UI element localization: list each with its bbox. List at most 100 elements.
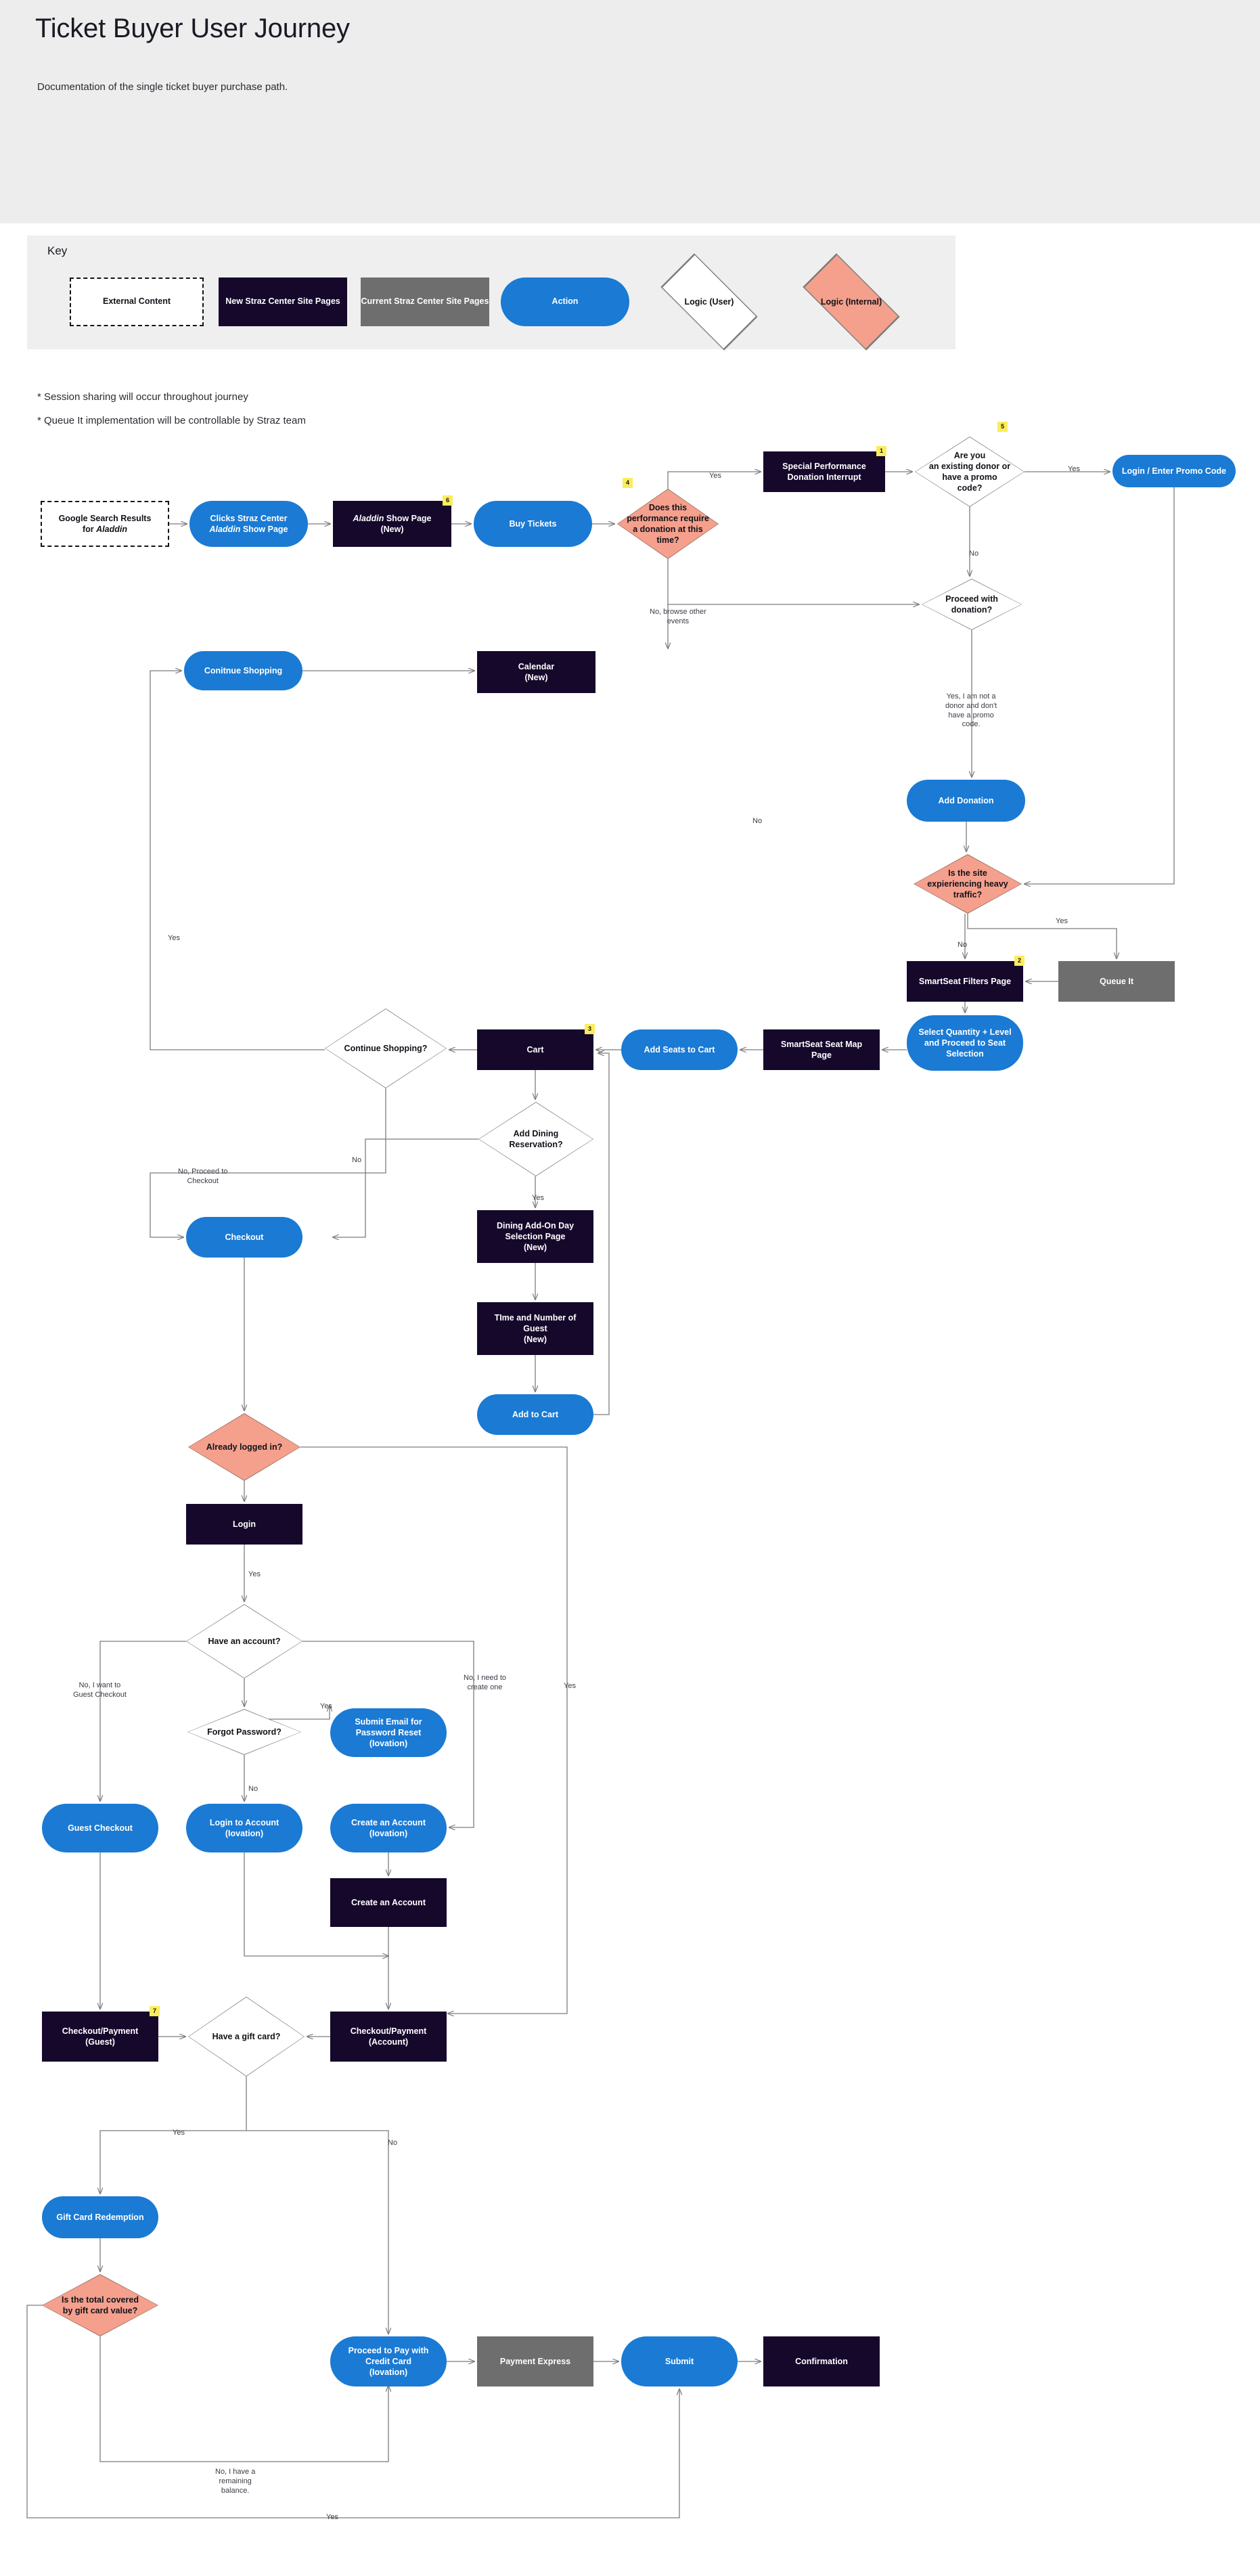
flow-node-label: Guest Checkout — [68, 1823, 133, 1833]
flow-node-label: Add Donation — [938, 795, 994, 805]
edge-label-el-no-remaining: No, I have a remaining balance. — [215, 2468, 256, 2495]
flow-node-calendar-new[interactable]: Calendar(New) — [477, 651, 595, 693]
edge-label-el-yes-gift: Yes — [173, 2129, 185, 2137]
legend-item-action: Action — [501, 277, 629, 326]
page-header: Ticket Buyer User Journey Documentation … — [0, 0, 1260, 223]
edge-label-el-no-dining: No — [352, 1156, 362, 1164]
flow-node-label: Submit — [665, 2356, 694, 2366]
flow-node-label: Add Seats to Cart — [644, 1044, 715, 1054]
flow-node-payment-express[interactable]: Payment Express — [477, 2336, 593, 2386]
flow-node-label: Checkout/Payment(Account) — [350, 2026, 427, 2047]
note-queue-it: * Queue It implementation will be contro… — [37, 415, 306, 426]
flow-node-smartseat-filters[interactable]: SmartSeat Filters Page — [907, 961, 1023, 1002]
flow-node-label: Confirmation — [795, 2356, 848, 2366]
flow-node-forgot-password[interactable]: Forgot Password? — [187, 1709, 301, 1755]
flow-node-badge[interactable]: 4 — [623, 478, 633, 488]
flow-node-login[interactable]: Login — [186, 1504, 302, 1545]
flow-node-label: Aladdin Show Page(New) — [353, 513, 432, 534]
flow-node-already-logged-in[interactable]: Already logged in? — [188, 1413, 300, 1481]
flow-node-label: Login — [232, 1519, 256, 1529]
legend-item-external-content: External Content — [70, 277, 204, 326]
flow-node-badge[interactable]: 3 — [585, 1024, 595, 1034]
edge-label-el-no-cart-down: No — [752, 817, 763, 825]
edge-label-el-no-browse: No, browse other events — [650, 608, 706, 625]
flow-node-add-seats-to-cart[interactable]: Add Seats to Cart — [621, 1029, 738, 1070]
edge-label-el-yes-left: Yes — [168, 934, 180, 942]
legend-item-new-pages: New Straz Center Site Pages — [219, 277, 347, 326]
edge-label-el-yes-forgot: Yes — [320, 1702, 332, 1710]
flow-node-label: SmartSeat Filters Page — [918, 976, 1012, 986]
flow-node-queue-it[interactable]: Queue It — [1058, 961, 1175, 1002]
flow-node-have-gift-card[interactable]: Have a gift card? — [188, 1997, 305, 2077]
flow-node-label: Add to Cart — [512, 1409, 559, 1419]
flow-node-login-to-account[interactable]: Login to Account(Iovation) — [186, 1804, 302, 1852]
legend-panel: Key External Content New Straz Center Si… — [27, 236, 955, 351]
flow-node-have-an-account[interactable]: Have an account? — [186, 1604, 302, 1679]
flow-node-label: Forgot Password? — [207, 1727, 282, 1737]
flow-node-buy-tickets[interactable]: Buy Tickets — [474, 501, 592, 547]
flow-node-add-to-cart[interactable]: Add to Cart — [477, 1394, 593, 1435]
flow-node-confirmation[interactable]: Confirmation — [763, 2336, 880, 2386]
flow-node-create-account-io[interactable]: Create an Account(Iovation) — [330, 1804, 447, 1852]
flow-node-add-donation[interactable]: Add Donation — [907, 780, 1025, 822]
edge-label-el-yes-donation: Yes — [709, 472, 721, 480]
flow-node-label: Have an account? — [208, 1636, 281, 1646]
flow-node-create-an-account[interactable]: Create an Account — [330, 1878, 447, 1927]
legend-label-logic-internal: Logic (Internal) — [820, 297, 882, 307]
flow-node-badge[interactable]: 5 — [997, 422, 1008, 432]
flow-node-label: Payment Express — [499, 2356, 571, 2366]
flow-node-cart[interactable]: Cart — [477, 1029, 593, 1070]
flow-node-checkout-account[interactable]: Checkout/Payment(Account) — [330, 2012, 447, 2062]
edge-label-el-yes-dining: Yes — [532, 1194, 544, 1202]
edge-label-el-yes-not-donor: Yes, I am not a donor and don't have a p… — [945, 692, 997, 729]
legend-label-logic-user: Logic (User) — [684, 297, 734, 307]
flow-node-guest-checkout[interactable]: Guest Checkout — [42, 1804, 158, 1852]
flow-node-submit[interactable]: Submit — [621, 2336, 738, 2386]
flow-node-label: Checkout/Payment(Guest) — [62, 2026, 139, 2047]
flow-node-aladdin-show-page[interactable]: Aladdin Show Page(New) — [333, 501, 451, 547]
legend-label-external-content: External Content — [102, 296, 171, 307]
flow-node-continue-shopping-q[interactable]: Continue Shopping? — [325, 1008, 447, 1088]
flow-node-badge[interactable]: 2 — [1014, 956, 1025, 966]
flow-node-badge[interactable]: 6 — [443, 495, 453, 506]
flow-node-badge[interactable]: 1 — [876, 446, 886, 456]
flow-node-label: Buy Tickets — [509, 518, 557, 529]
flow-node-gift-card-redemption[interactable]: Gift Card Redemption — [42, 2196, 158, 2238]
flow-node-conitnue-shopping[interactable]: Conitnue Shopping — [184, 651, 302, 690]
edge-label-el-yes-bottom: Yes — [326, 2513, 338, 2521]
flow-node-checkout[interactable]: Checkout — [186, 1217, 302, 1258]
flow-node-checkout-guest[interactable]: Checkout/Payment(Guest) — [42, 2012, 158, 2062]
flow-node-label: Login / Enter Promo Code — [1121, 466, 1227, 476]
flow-node-badge[interactable]: 7 — [150, 2006, 160, 2016]
flow-node-login-promo[interactable]: Login / Enter Promo Code — [1112, 455, 1236, 487]
legend-item-current-pages: Current Straz Center Site Pages — [361, 277, 489, 326]
note-session-sharing: * Session sharing will occur throughout … — [37, 391, 248, 403]
edge-label-el-no-guest-checkout: No, I want to Guest Checkout — [73, 1681, 127, 1699]
flow-node-label: Gift Card Redemption — [56, 2212, 144, 2222]
flow-node-label: Have a gift card? — [212, 2031, 281, 2041]
